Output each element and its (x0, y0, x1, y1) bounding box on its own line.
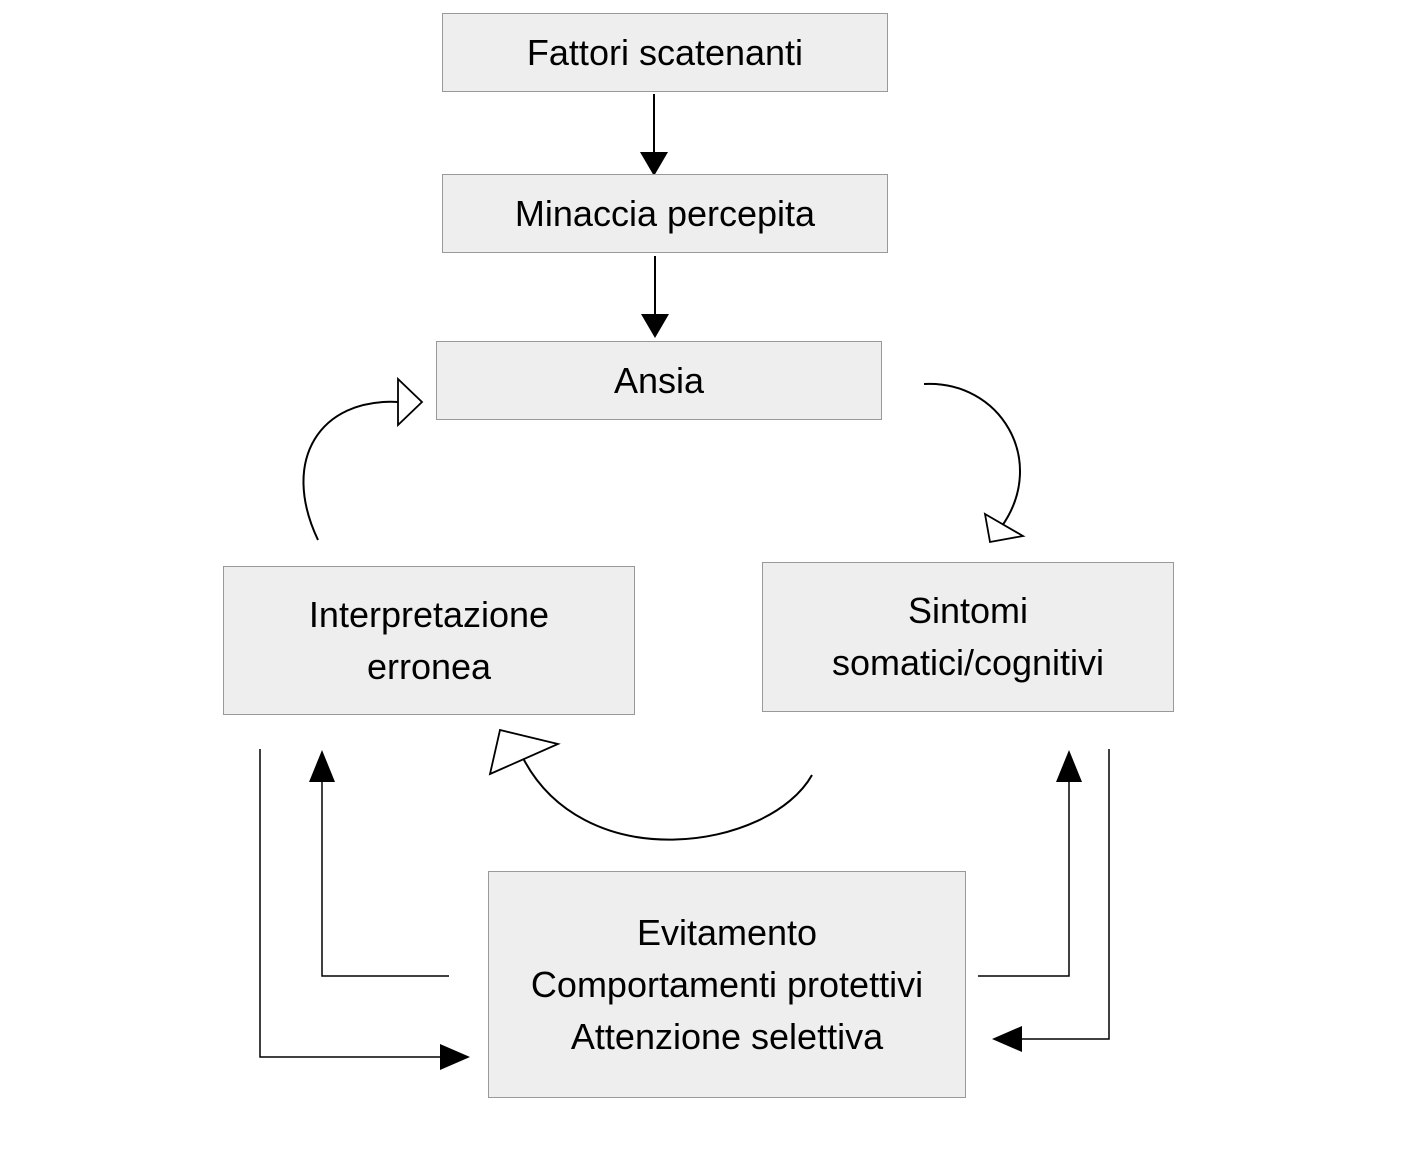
node-label: Ansia (613, 359, 705, 401)
node-minaccia-percepita: Minaccia percepita (442, 174, 888, 253)
node-label-line-2: erronea (366, 645, 492, 687)
node-label: Minaccia percepita (514, 192, 816, 234)
arrow-sintomi-to-interpretazione (488, 728, 813, 841)
arrow-fattori-to-minaccia (640, 94, 668, 176)
node-label-line-1: Interpretazione (308, 593, 550, 635)
arrow-sintomi-to-evitamento (992, 749, 1110, 1052)
node-evitamento: Evitamento Comportamenti protettivi Atte… (488, 871, 966, 1098)
node-label-line-2: Comportamenti protettivi (530, 963, 924, 1005)
node-label: Fattori scatenanti (526, 31, 804, 73)
node-label-line-2: somatici/cognitivi (831, 642, 1105, 683)
arrow-evitamento-to-interpretazione (309, 750, 449, 977)
arrow-evitamento-to-sintomi (978, 750, 1082, 977)
arrow-interpretazione-to-evitamento (259, 749, 470, 1070)
arrow-interpretazione-to-ansia (302, 376, 424, 541)
node-label-line-1: Sintomi (907, 590, 1029, 631)
node-label-line-3: Attenzione selettiva (570, 1015, 884, 1057)
node-interpretazione-erronea: Interpretazione erronea (223, 566, 635, 715)
node-fattori-scatenanti: Fattori scatenanti (442, 13, 888, 92)
node-sintomi-somatici-cognitivi: Sintomi somatici/cognitivi (762, 562, 1174, 712)
node-ansia: Ansia (436, 341, 882, 420)
arrow-minaccia-to-ansia (641, 256, 669, 338)
arrow-ansia-to-sintomi (923, 382, 1026, 544)
node-label-line-1: Evitamento (636, 911, 818, 953)
